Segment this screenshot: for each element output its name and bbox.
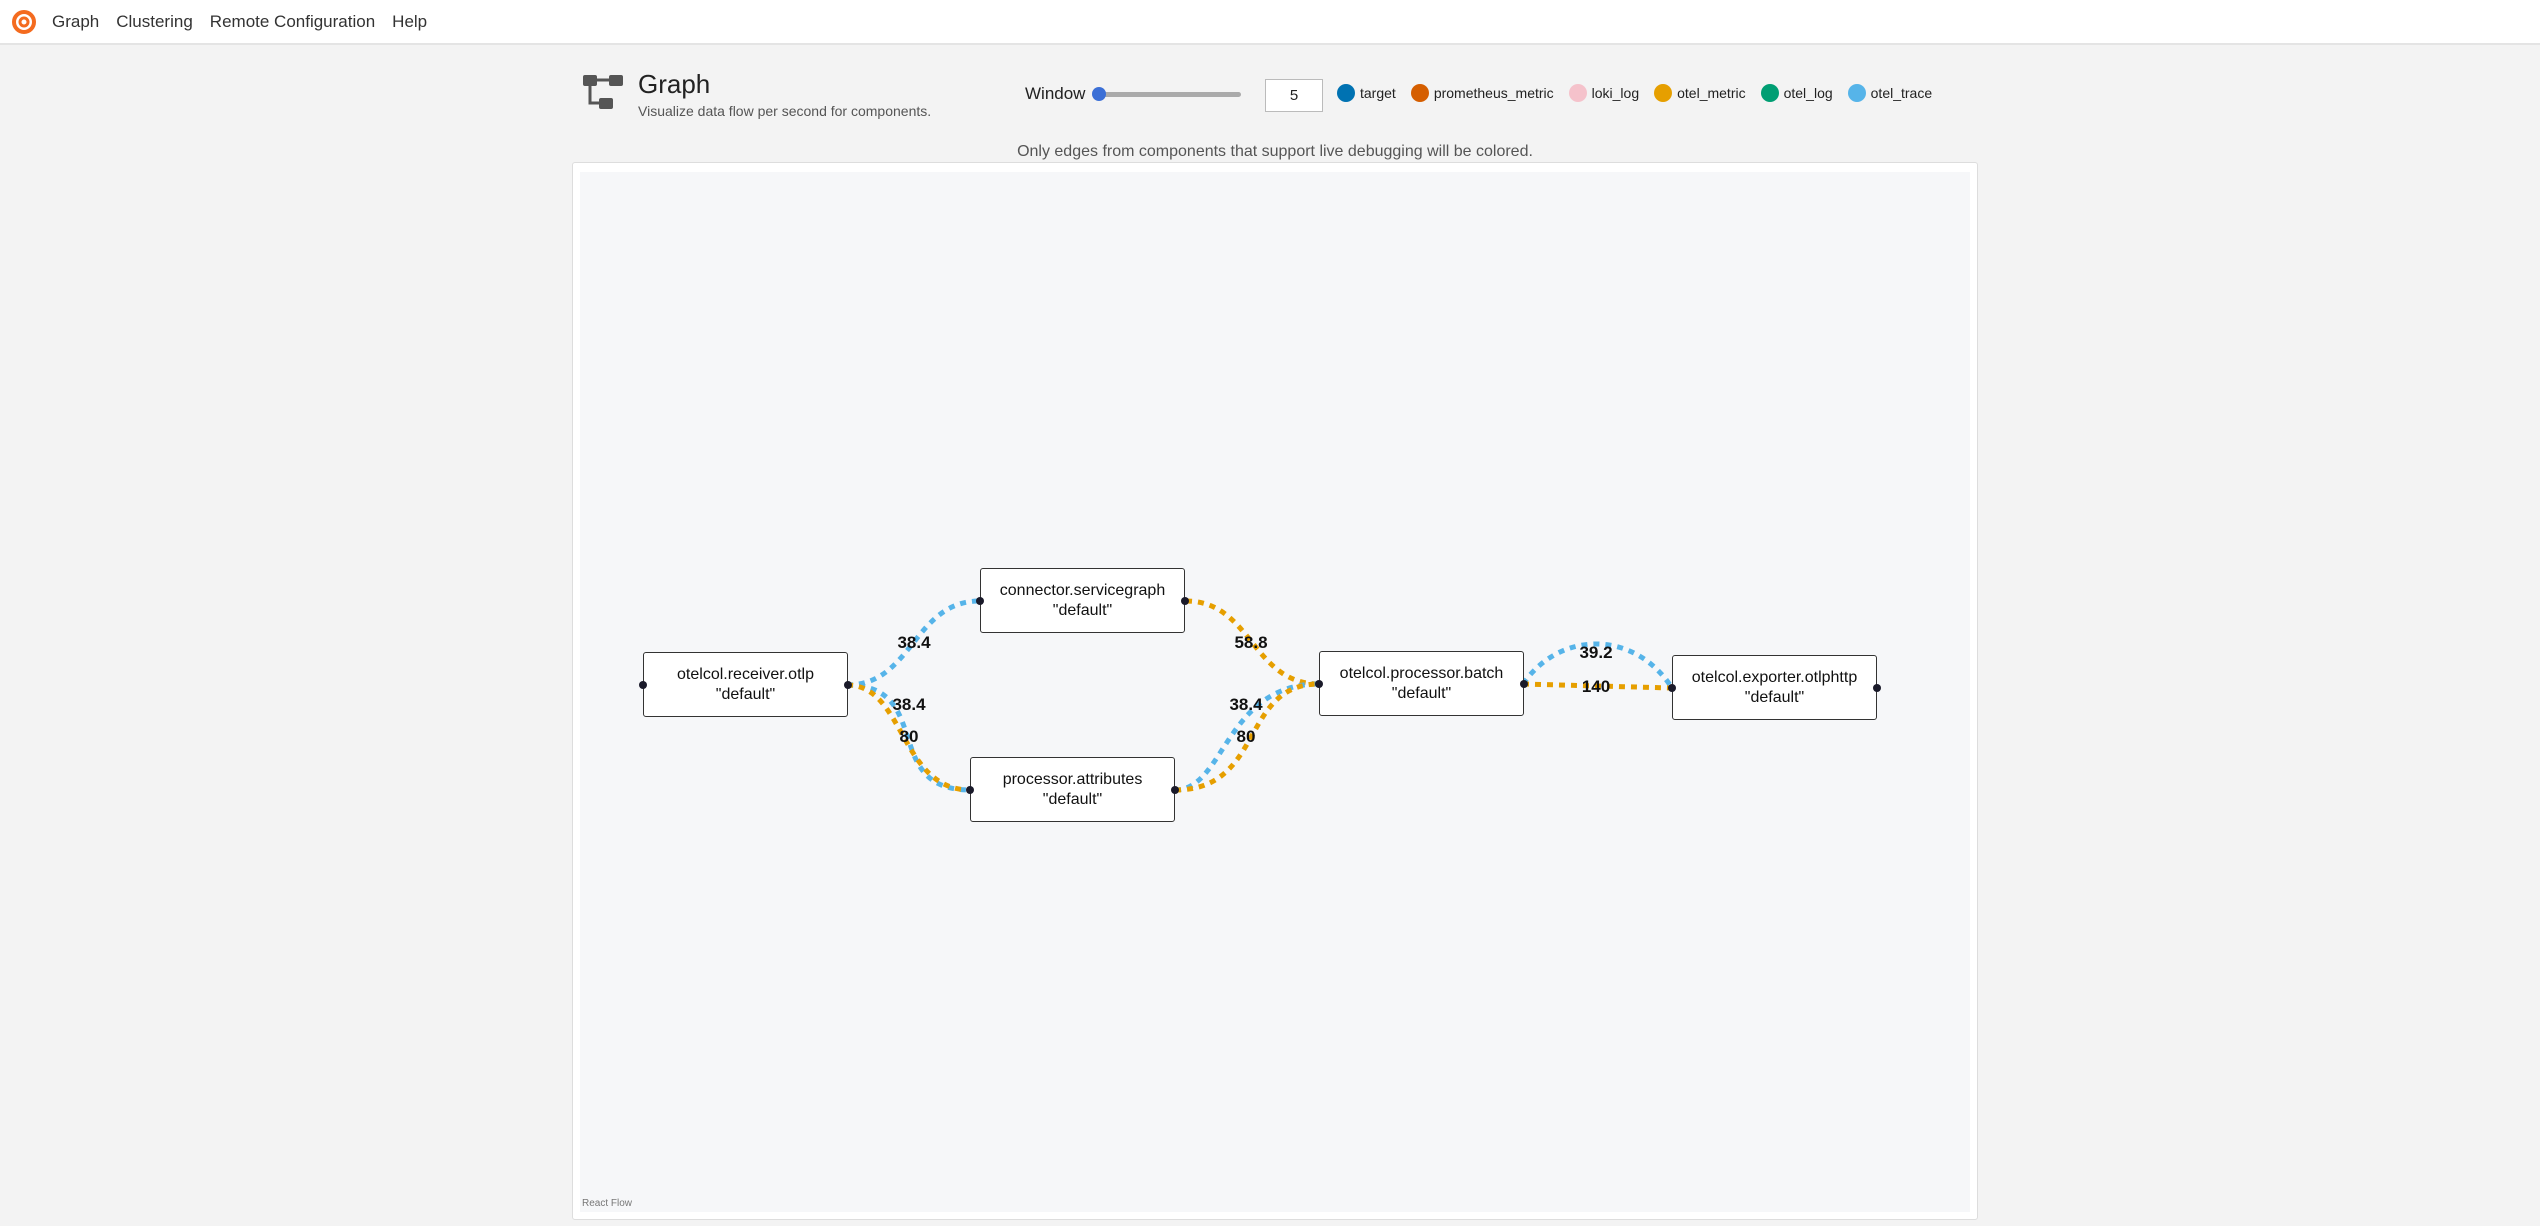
node-name: otelcol.receiver.otlp <box>677 665 814 683</box>
handle[interactable] <box>976 596 984 605</box>
node-receiver-otlp[interactable]: otelcol.receiver.otlp "default" <box>639 652 852 717</box>
handle[interactable] <box>639 680 647 689</box>
node-label: "default" <box>1052 601 1113 619</box>
legend-dot <box>1847 84 1866 102</box>
node-processor-attributes[interactable]: processor.attributes "default" <box>966 757 1179 822</box>
node-name: otelcol.exporter.otlphttp <box>1691 668 1858 686</box>
edge-label: 38.4 <box>897 633 931 652</box>
legend-dot <box>1654 84 1673 102</box>
legend-dot <box>1760 84 1779 102</box>
window-slider[interactable] <box>1094 92 1241 97</box>
legend-item-otel-metric: otel_metric <box>1654 84 1746 102</box>
window-label: Window <box>1025 84 1086 103</box>
edge-label: 58.8 <box>1234 633 1267 652</box>
nav-clustering[interactable]: Clustering <box>116 11 193 31</box>
legend-label: otel_trace <box>1870 85 1933 101</box>
legend-dot <box>1337 84 1355 102</box>
edge-label: 39.2 <box>1579 643 1612 662</box>
handle[interactable] <box>1171 785 1179 794</box>
legend-dot <box>1410 84 1429 102</box>
node-label: "default" <box>1744 688 1805 706</box>
legend-dot <box>1568 84 1587 102</box>
edge-label: 38.4 <box>1229 695 1263 714</box>
graph-icon <box>583 75 623 109</box>
node-label: "default" <box>1391 684 1452 702</box>
legend: target prometheus_metric loki_log otel_m… <box>1337 84 1947 102</box>
edge-batch-exporter-trace[interactable] <box>1520 641 1675 690</box>
node-connector-servicegraph[interactable]: connector.servicegraph "default" <box>976 568 1189 633</box>
edge-label: 140 <box>1582 677 1610 696</box>
handle[interactable] <box>1873 683 1881 692</box>
page-title: Graph <box>638 69 711 99</box>
legend-label: otel_metric <box>1677 85 1746 101</box>
handle[interactable] <box>1520 679 1528 688</box>
edge-attributes-batch-trace[interactable] <box>1174 681 1320 793</box>
legend-label: target <box>1360 85 1396 101</box>
react-flow-attribution[interactable]: React Flow <box>582 1198 633 1209</box>
legend-label: loki_log <box>1591 85 1640 101</box>
legend-item-prometheus-metric: prometheus_metric <box>1410 84 1554 102</box>
legend-label: otel_log <box>1783 85 1833 101</box>
legend-item-loki-log: loki_log <box>1568 84 1640 102</box>
handle[interactable] <box>844 680 852 689</box>
nav-graph[interactable]: Graph <box>52 11 100 31</box>
edge-receiver-attributes-trace[interactable] <box>846 682 971 793</box>
node-processor-batch[interactable]: otelcol.processor.batch "default" <box>1315 651 1528 716</box>
legend-item-otel-log: otel_log <box>1760 84 1833 102</box>
handle[interactable] <box>1315 679 1323 688</box>
edge-label: 80 <box>1237 727 1256 746</box>
nav-remote-configuration[interactable]: Remote Configuration <box>209 11 376 31</box>
edge-label: 38.4 <box>892 695 926 714</box>
alloy-logo-icon[interactable] <box>11 9 37 35</box>
node-exporter-otlphttp[interactable]: otelcol.exporter.otlphttp "default" <box>1668 655 1881 720</box>
legend-label: prometheus_metric <box>1433 85 1554 101</box>
window-input[interactable]: 5 <box>1265 79 1323 112</box>
node-name: processor.attributes <box>1002 770 1143 788</box>
edge-batch-exporter-metric[interactable] <box>1522 681 1673 691</box>
legend-item-otel-trace: otel_trace <box>1847 84 1933 102</box>
edge-attributes-batch-metric[interactable] <box>1174 681 1320 793</box>
node-name: otelcol.processor.batch <box>1339 664 1504 682</box>
edge-label: 80 <box>900 727 919 746</box>
live-debug-note: Only edges from components that support … <box>1017 143 1533 160</box>
window-slider-thumb[interactable] <box>1092 87 1106 101</box>
edge-receiver-attributes-metric[interactable] <box>846 682 971 793</box>
handle[interactable] <box>966 785 974 794</box>
legend-item-target: target <box>1337 84 1396 102</box>
node-label: "default" <box>1042 790 1103 808</box>
node-label: "default" <box>715 685 776 703</box>
handle[interactable] <box>1181 596 1189 605</box>
page-subtitle: Visualize data flow per second for compo… <box>638 103 932 119</box>
top-nav: Graph Clustering Remote Configuration He… <box>0 0 2540 45</box>
handle[interactable] <box>1668 683 1676 692</box>
nav-help[interactable]: Help <box>392 11 428 31</box>
node-name: connector.servicegraph <box>999 581 1166 599</box>
